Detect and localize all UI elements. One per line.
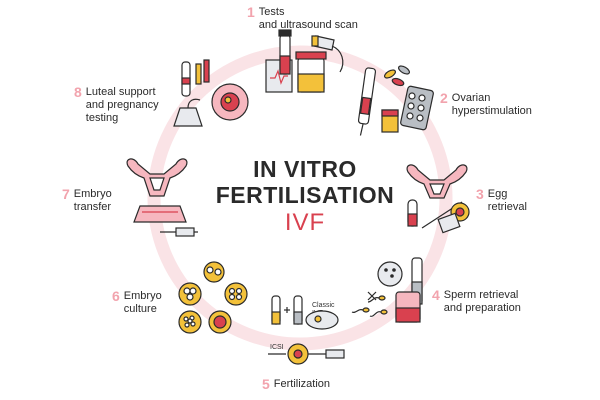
step-8-line-3: testing [85, 112, 119, 124]
tests-ultrasound-illustration [265, 29, 344, 93]
step-8-line-2: and pregnancy [85, 99, 159, 111]
step-8-number: 8 [74, 84, 82, 100]
step-3-line-2: retrieval [487, 201, 527, 213]
embryo-transfer-illustration [126, 158, 198, 237]
fertilization-illustration [268, 295, 345, 365]
title-line-2: FERTILISATION [215, 182, 395, 208]
step-1-line-2: and ultrasound scan [258, 19, 358, 31]
step-1-number: 1 [247, 4, 255, 20]
step-7-line-1: Embryo [73, 188, 112, 200]
step-4-line-1: Sperm retrieval [443, 289, 519, 301]
step-2-line-1: Ovarian [451, 92, 491, 104]
title-line-1: IN VITRO [253, 156, 357, 182]
step-6-line-1: Embryo [123, 290, 162, 302]
step-1-line-1: Tests [258, 6, 285, 18]
center-title: IN VITRO FERTILISATION IVF [205, 156, 405, 238]
embryo-culture-illustration [178, 261, 248, 334]
icsi-label: ICSI [270, 344, 284, 351]
step-7-number: 7 [62, 186, 70, 202]
luteal-support-illustration [173, 59, 249, 127]
step-3-line-1: Egg [487, 188, 508, 200]
egg-retrieval-illustration [406, 164, 470, 234]
step-5-number: 5 [262, 376, 270, 392]
step-6-line-2: culture [123, 303, 157, 315]
ovarian-hyperstimulation-illustration [357, 65, 434, 136]
step-8-line-1: Luteal support [85, 86, 156, 98]
classic-label: Classic [312, 302, 335, 309]
step-5-line-1: Fertilization [273, 378, 331, 390]
title-abbreviation: IVF [284, 209, 326, 236]
step-7-line-2: transfer [73, 201, 112, 213]
step-4-line-2: and preparation [443, 302, 521, 314]
step-2-number: 2 [440, 90, 448, 106]
sperm-retrieval-illustration [351, 257, 423, 323]
step-6-number: 6 [112, 288, 120, 304]
step-4-number: 4 [432, 287, 440, 303]
step-3-number: 3 [476, 186, 484, 202]
step-2-line-2: hyperstimulation [451, 105, 532, 117]
